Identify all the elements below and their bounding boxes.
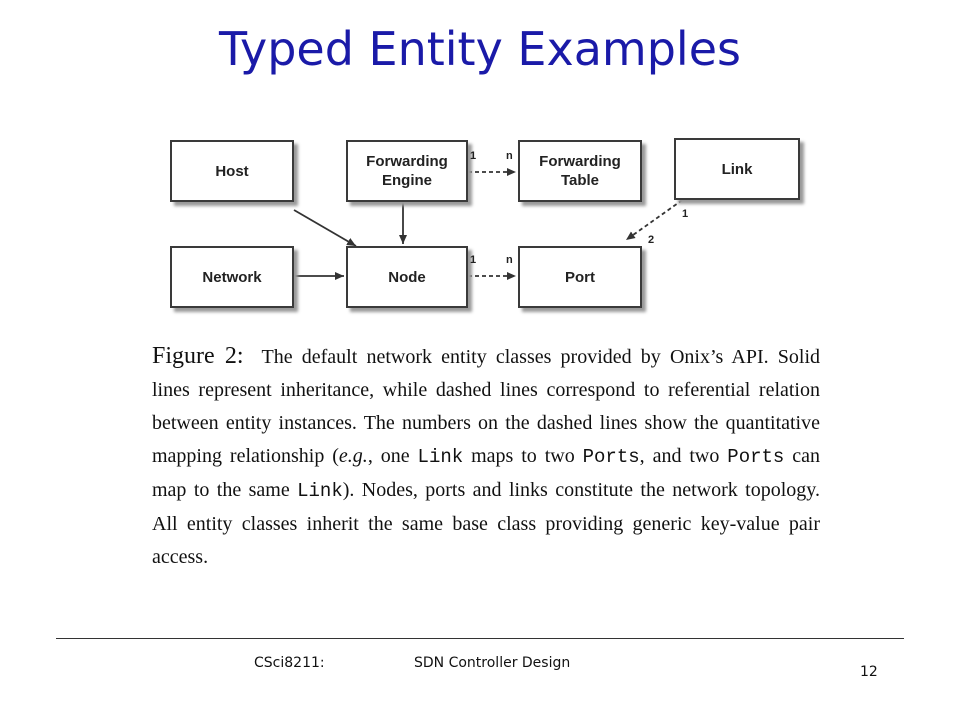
node-port-left-label: 1 [470,254,477,266]
caption-text-4: , and two [639,445,728,467]
forwarding-table-box: Forwarding Table [518,140,642,202]
fe-ft-left-label: 1 [470,150,477,162]
caption-text-6: ). Nodes, ports and links constitute the… [152,479,820,568]
edge-host-node [293,209,357,247]
fe-ft-right-label: n [506,150,513,162]
caption-code-ports: Ports [582,446,640,468]
network-box: Network [170,246,294,308]
edge-link-port [625,187,698,241]
caption-text-3: maps to two [463,445,583,467]
caption-text-5: can map to the same [152,445,820,501]
link-box: Link [674,138,800,200]
slide-title: Typed Entity Examples [219,22,741,76]
node-port-right-label: n [506,254,513,266]
page-number: 12 [860,664,878,680]
port-end-label: 2 [648,234,655,246]
port-box: Port [518,246,642,308]
caption-eg: e.g. [338,445,368,467]
caption-text-1: The default network entity classes provi… [152,346,820,467]
footer-course: CSci8211: [254,655,325,671]
figure-caption: Figure 2:The default network entity clas… [152,340,820,574]
node-box: Node [346,246,468,308]
caption-text-2: , one [367,445,418,467]
link-end-label: 1 [682,208,689,220]
host-box: Host [170,140,294,202]
footer-topic: SDN Controller Design [414,655,571,671]
diagram-connectors [293,168,698,280]
entity-class-diagram: Host Forwarding Engine Forwarding Table … [160,128,810,328]
caption-code-link: Link [417,446,464,468]
footer-divider [56,638,904,639]
forwarding-engine-box: Forwarding Engine [346,140,468,202]
figure-label: Figure 2: [152,343,244,369]
caption-code-ports-2: Ports [727,446,785,468]
caption-code-link-2: Link [297,480,343,502]
